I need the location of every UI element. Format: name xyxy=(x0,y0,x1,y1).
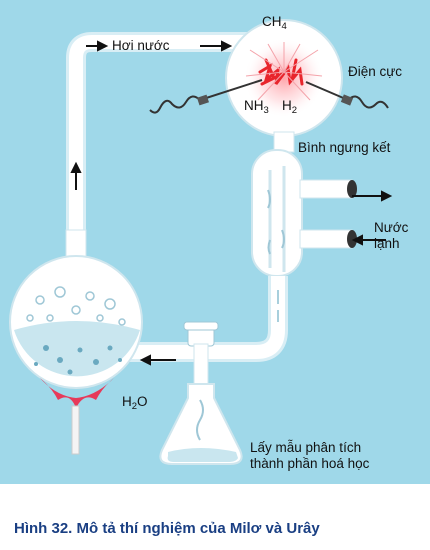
hydrogen-sub: 2 xyxy=(291,105,298,116)
vapor-tube xyxy=(66,32,258,250)
methane-main: CH xyxy=(262,14,282,29)
stopcock xyxy=(187,327,215,347)
apparatus-diagram xyxy=(9,19,393,465)
label-electrode: Điện cực xyxy=(348,64,403,79)
methane-sub: 4 xyxy=(281,21,287,32)
spark xyxy=(258,58,304,86)
flame xyxy=(40,378,114,408)
label-methane: CH4 xyxy=(262,14,287,33)
flow-arrows xyxy=(70,40,393,366)
ammonia-sub: 3 xyxy=(263,105,269,116)
label-water: H2O xyxy=(122,394,148,413)
water-sub: 2 xyxy=(131,401,138,412)
sampling-flask xyxy=(159,383,243,465)
condenser xyxy=(251,149,303,277)
sampling-line2: thành phần hoá học xyxy=(250,455,370,471)
ammonia-main: NH xyxy=(244,98,264,113)
water-tail: O xyxy=(137,394,148,409)
cold-water-line1: Nước xyxy=(374,220,409,235)
figure-caption: Hình 32. Mô tả thí nghiệm của Milơ và Ur… xyxy=(14,520,320,537)
burner xyxy=(71,405,80,455)
cold-water-line2: lạnh xyxy=(374,235,400,251)
sampling-line1: Lấy mẫu phân tích xyxy=(250,440,362,455)
experiment-scene: Hơi nước CH4 NH3 H2 Điện cực Bình ngưng … xyxy=(0,0,430,484)
water-main: H xyxy=(122,394,132,409)
label-condenser: Bình ngưng kết xyxy=(298,140,391,155)
electrodes xyxy=(149,79,389,114)
label-ammonia: NH3 xyxy=(244,98,269,117)
label-hydrogen: H2 xyxy=(282,98,297,117)
hydrogen-main: H xyxy=(282,98,292,113)
label-steam: Hơi nước xyxy=(112,38,170,53)
